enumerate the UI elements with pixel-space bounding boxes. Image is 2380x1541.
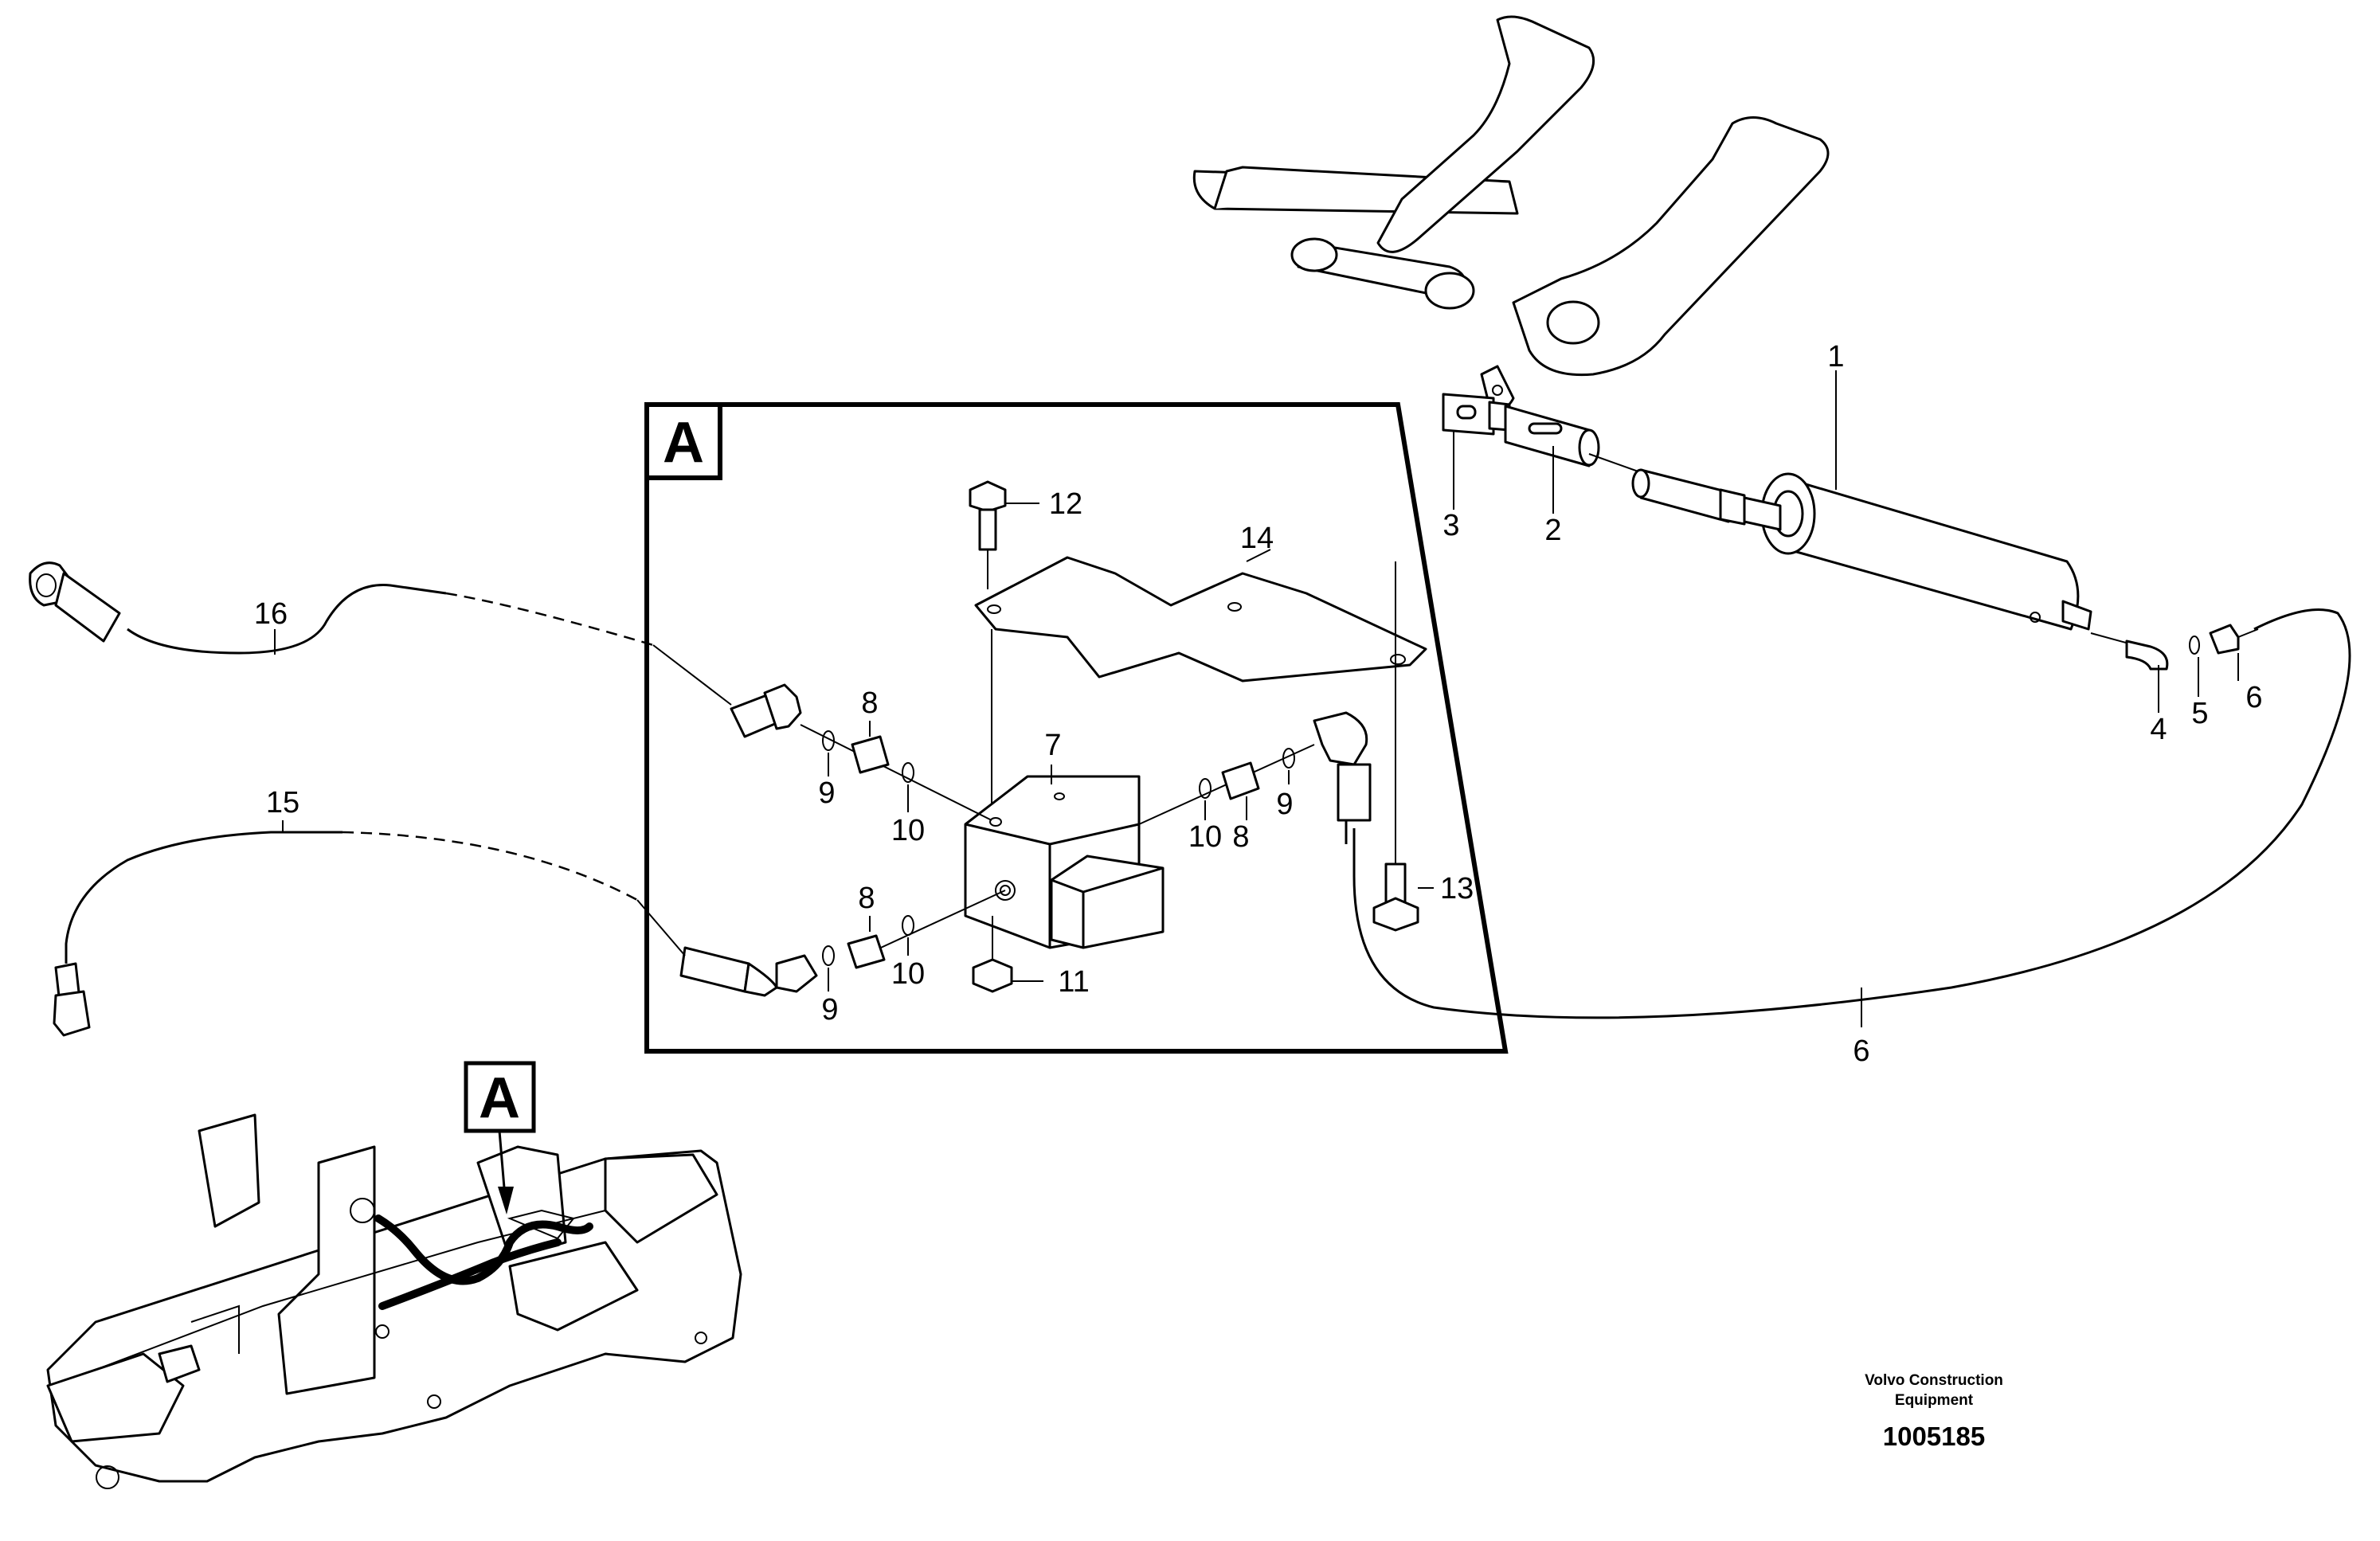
callout-10-right: 10 bbox=[1188, 820, 1222, 854]
callout-9-lower: 9 bbox=[821, 993, 838, 1027]
callouts: 1 2 3 4 5 6 6 7 8 8 8 9 9 9 10 10 10 11 … bbox=[254, 340, 2263, 1068]
callout-15: 15 bbox=[266, 786, 299, 819]
bolt-13 bbox=[1372, 862, 1419, 932]
hose-15 bbox=[53, 831, 686, 1037]
overview-label: A bbox=[479, 1066, 520, 1130]
callout-1: 1 bbox=[1827, 340, 1844, 374]
callout-11: 11 bbox=[1058, 965, 1089, 999]
cylinder-assembly bbox=[1442, 393, 2259, 671]
credit-block: Volvo Construction Equipment 1005185 bbox=[1865, 1372, 2003, 1451]
callout-16: 16 bbox=[254, 597, 288, 631]
callout-6-upper: 6 bbox=[2245, 681, 2262, 714]
valve-block-7 bbox=[964, 775, 1165, 964]
upper-fittings bbox=[730, 683, 992, 821]
callout-14: 14 bbox=[1240, 522, 1274, 555]
callout-10-upper: 10 bbox=[891, 814, 925, 847]
callout-4: 4 bbox=[2150, 713, 2167, 746]
callout-2: 2 bbox=[1544, 514, 1561, 547]
callout-8-upper: 8 bbox=[861, 686, 878, 720]
callout-3: 3 bbox=[1442, 509, 1459, 542]
hose-6 bbox=[1352, 608, 2351, 1019]
nut-11 bbox=[972, 958, 1013, 993]
detail-box-a: A bbox=[644, 402, 1509, 1054]
machine-frame-overview: A bbox=[46, 1061, 742, 1489]
bracket-14 bbox=[974, 556, 1427, 868]
hose-16 bbox=[29, 561, 732, 706]
callout-12: 12 bbox=[1049, 487, 1082, 521]
lift-arm-frame bbox=[1192, 15, 1830, 410]
callout-8-right: 8 bbox=[1232, 820, 1249, 854]
bolt-12 bbox=[969, 480, 1007, 589]
credit-line-1: Volvo Construction bbox=[1865, 1372, 2003, 1389]
leader-lines bbox=[274, 370, 2239, 1027]
lower-fittings bbox=[679, 890, 1006, 997]
callout-7: 7 bbox=[1044, 729, 1061, 762]
callout-6-lower: 6 bbox=[1853, 1035, 1869, 1068]
callout-10-lower: 10 bbox=[891, 957, 925, 991]
detail-label: A bbox=[663, 411, 704, 475]
callout-9-upper: 9 bbox=[818, 776, 835, 810]
right-fittings bbox=[1138, 711, 1372, 844]
credit-line-2: Equipment bbox=[1895, 1392, 1974, 1409]
callout-8-lower: 8 bbox=[858, 882, 875, 915]
callout-9-right: 9 bbox=[1276, 788, 1293, 821]
part-number: 1005185 bbox=[1883, 1422, 1985, 1451]
callout-13: 13 bbox=[1440, 872, 1474, 905]
callout-5: 5 bbox=[2191, 697, 2208, 730]
